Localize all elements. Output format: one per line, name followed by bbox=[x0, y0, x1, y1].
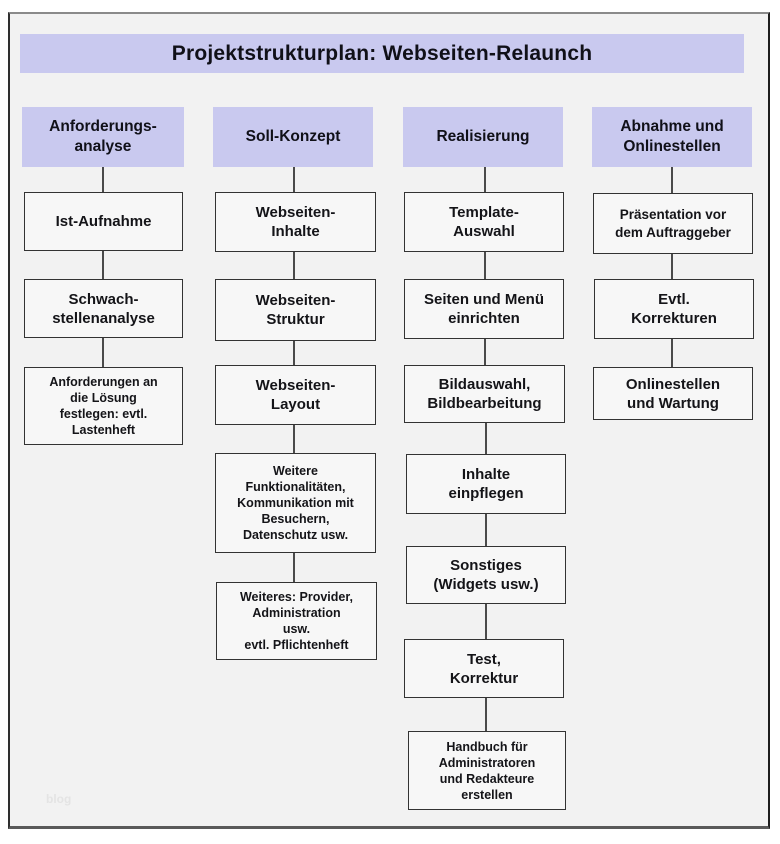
watermark-text: blog bbox=[46, 792, 72, 806]
task-box-sonstiges-widgets: Sonstiges (Widgets usw.) bbox=[406, 546, 566, 604]
task-box-bildauswahl-bildbearbeitung: Bildauswahl, Bildbearbeitung bbox=[404, 365, 565, 423]
task-box-anforderungen-festlegen: Anforderungen an die Lösung festlegen: e… bbox=[24, 367, 183, 445]
connector-line bbox=[485, 698, 487, 731]
task-box-webseiten-struktur: Webseiten- Struktur bbox=[215, 279, 376, 341]
column-header-anforderungsanalyse: Anforderungs- analyse bbox=[22, 107, 184, 167]
task-box-handbuch-erstellen: Handbuch für Administratoren und Redakte… bbox=[408, 731, 566, 810]
diagram-title: Projektstrukturplan: Webseiten-Relaunch bbox=[20, 34, 744, 73]
task-box-webseiten-inhalte: Webseiten- Inhalte bbox=[215, 192, 376, 252]
connector-line bbox=[485, 423, 487, 454]
column-header-abnahme-onlinestellen: Abnahme und Onlinestellen bbox=[592, 107, 752, 167]
task-box-seiten-menu-einrichten: Seiten und Menü einrichten bbox=[404, 279, 564, 339]
task-box-test-korrektur: Test, Korrektur bbox=[404, 639, 564, 698]
connector-line bbox=[485, 514, 487, 546]
task-box-template-auswahl: Template- Auswahl bbox=[404, 192, 564, 252]
connector-line bbox=[485, 604, 487, 639]
connector-line bbox=[102, 251, 104, 279]
task-box-ist-aufnahme: Ist-Aufnahme bbox=[24, 192, 183, 251]
task-box-inhalte-einpflegen: Inhalte einpflegen bbox=[406, 454, 566, 514]
connector-line bbox=[102, 338, 104, 367]
column-header-realisierung: Realisierung bbox=[403, 107, 563, 167]
connector-line bbox=[484, 252, 486, 279]
connector-line bbox=[671, 167, 673, 193]
task-box-onlinestellen-wartung: Onlinestellen und Wartung bbox=[593, 367, 753, 420]
column-header-soll-konzept: Soll-Konzept bbox=[213, 107, 373, 167]
task-box-weiteres-provider: Weiteres: Provider, Administration usw. … bbox=[216, 582, 377, 660]
connector-line bbox=[671, 339, 673, 367]
task-box-webseiten-layout: Webseiten- Layout bbox=[215, 365, 376, 425]
connector-line bbox=[293, 553, 295, 582]
connector-line bbox=[293, 167, 295, 192]
task-box-weitere-funktionalitaeten: Weitere Funktionalitäten, Kommunikation … bbox=[215, 453, 376, 553]
connector-line bbox=[293, 425, 295, 453]
connector-line bbox=[102, 167, 104, 192]
connector-line bbox=[484, 167, 486, 192]
connector-line bbox=[293, 252, 295, 279]
connector-line bbox=[671, 254, 673, 279]
connector-line bbox=[484, 339, 486, 365]
task-box-praesentation-auftraggeber: Präsentation vor dem Auftraggeber bbox=[593, 193, 753, 254]
task-box-schwachstellenanalyse: Schwach- stellenanalyse bbox=[24, 279, 183, 338]
connector-line bbox=[293, 341, 295, 365]
task-box-evtl-korrekturen: Evtl. Korrekturen bbox=[594, 279, 754, 339]
